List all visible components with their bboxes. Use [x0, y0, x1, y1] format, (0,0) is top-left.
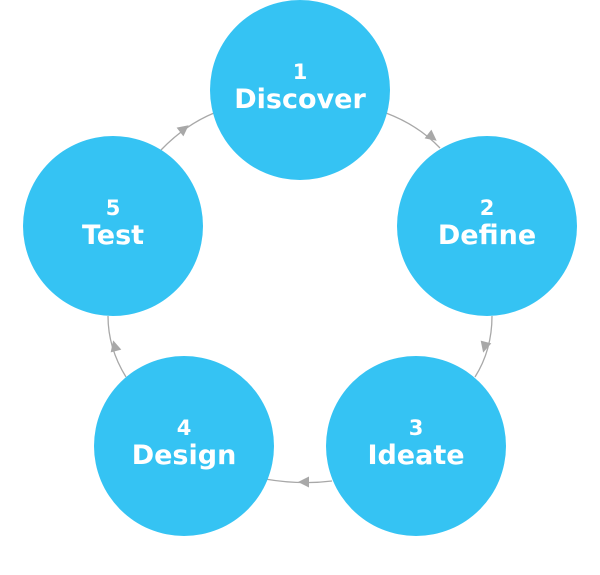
connector-define-to-ideate: [474, 315, 493, 378]
arrowhead-define-to-ideate: [480, 340, 492, 353]
stage-label: Define: [437, 220, 537, 251]
stage-number: 5: [105, 196, 121, 220]
stage-number: 1: [292, 60, 308, 84]
arrowhead-test-to-discover: [176, 125, 189, 137]
arrowhead-discover-to-define: [424, 129, 437, 141]
stage-number: 4: [176, 416, 192, 440]
stage-label: Design: [131, 440, 237, 471]
stage-test: 5 Test: [23, 136, 203, 316]
stage-label: Test: [81, 220, 145, 251]
stage-label: Discover: [234, 84, 366, 115]
stage-number: 2: [479, 196, 495, 220]
stage-number: 3: [408, 416, 424, 440]
arrowhead-ideate-to-design: [298, 476, 309, 488]
stage-ideate: 3 Ideate: [326, 356, 506, 536]
stage-label: Ideate: [367, 440, 465, 471]
stage-discover: 1 Discover: [210, 0, 390, 180]
connector-discover-to-define: [385, 112, 441, 149]
stage-design: 4 Design: [94, 356, 274, 536]
stage-define: 2 Define: [397, 136, 577, 316]
arrowhead-design-to-test: [110, 340, 122, 353]
connector-test-to-discover: [160, 112, 215, 151]
